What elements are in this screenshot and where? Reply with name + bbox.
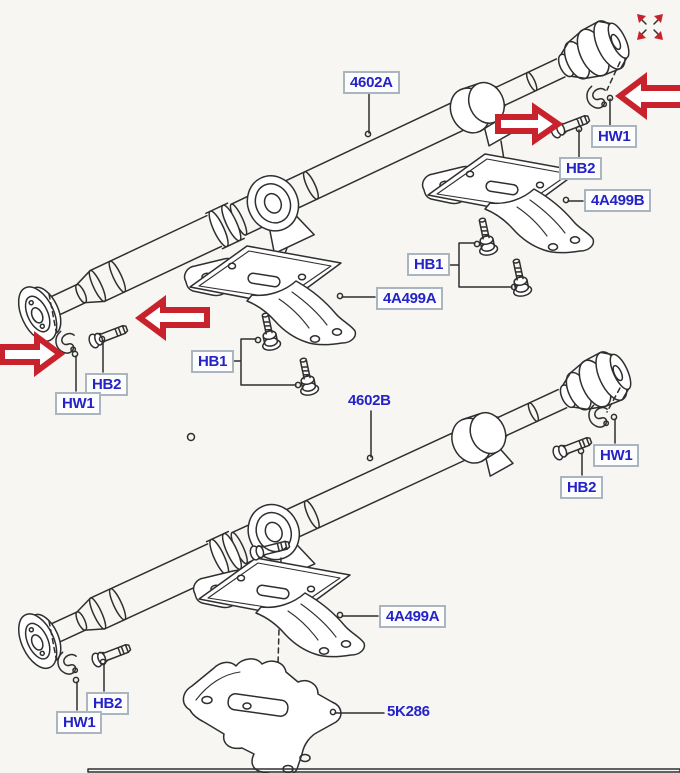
callout-hw1-left[interactable]: HW1: [55, 392, 102, 415]
callout-hb1-right[interactable]: HB1: [407, 253, 451, 276]
callout-hb2-upper[interactable]: HB2: [559, 157, 603, 180]
callout-4602b[interactable]: 4602B: [348, 392, 391, 409]
callout-4602a[interactable]: 4602A: [343, 71, 400, 94]
bolt-hb2-right: [550, 433, 594, 462]
bolt-hb1-right-1: [472, 215, 500, 258]
callout-hb2-right[interactable]: HB2: [560, 476, 604, 499]
callout-hb2-left[interactable]: HB2: [85, 373, 129, 396]
callout-hw1-upper[interactable]: HW1: [591, 125, 638, 148]
callout-hw1-right[interactable]: HW1: [593, 444, 640, 467]
callout-4a499b[interactable]: 4A499B: [584, 189, 652, 212]
callout-hb2-lower[interactable]: HB2: [86, 692, 130, 715]
bolt-hb2-left: [86, 321, 130, 350]
clip-hw1-right: [585, 403, 613, 430]
callout-4a499a-upper[interactable]: 4A499A: [376, 287, 444, 310]
bolt-hb2-lower-left: [89, 640, 133, 669]
bottom-edge-line: [87, 768, 680, 773]
callout-hb1-left[interactable]: HB1: [191, 350, 235, 373]
expand-icon[interactable]: [637, 14, 663, 40]
callout-hw1-lower[interactable]: HW1: [56, 711, 103, 734]
bolt-hb1-right-2: [506, 256, 534, 299]
heat-shield-5k286: [182, 658, 342, 773]
red-dot-marker: [186, 432, 196, 442]
red-arrow-right-left-edge: [0, 331, 66, 377]
callout-5k286[interactable]: 5K286: [387, 703, 430, 720]
bolt-hb1-upper-left-2: [293, 355, 321, 398]
red-arrow-left-middle: [134, 295, 210, 341]
clip-hw1-upper-right: [583, 84, 611, 111]
leader-lines: [71, 92, 618, 716]
red-arrow-left-upper-right: [615, 72, 680, 120]
clip-hw1-lower-left: [54, 650, 82, 677]
red-arrow-right-upper: [495, 102, 564, 146]
callout-4a499a-lower[interactable]: 4A499A: [379, 605, 447, 628]
